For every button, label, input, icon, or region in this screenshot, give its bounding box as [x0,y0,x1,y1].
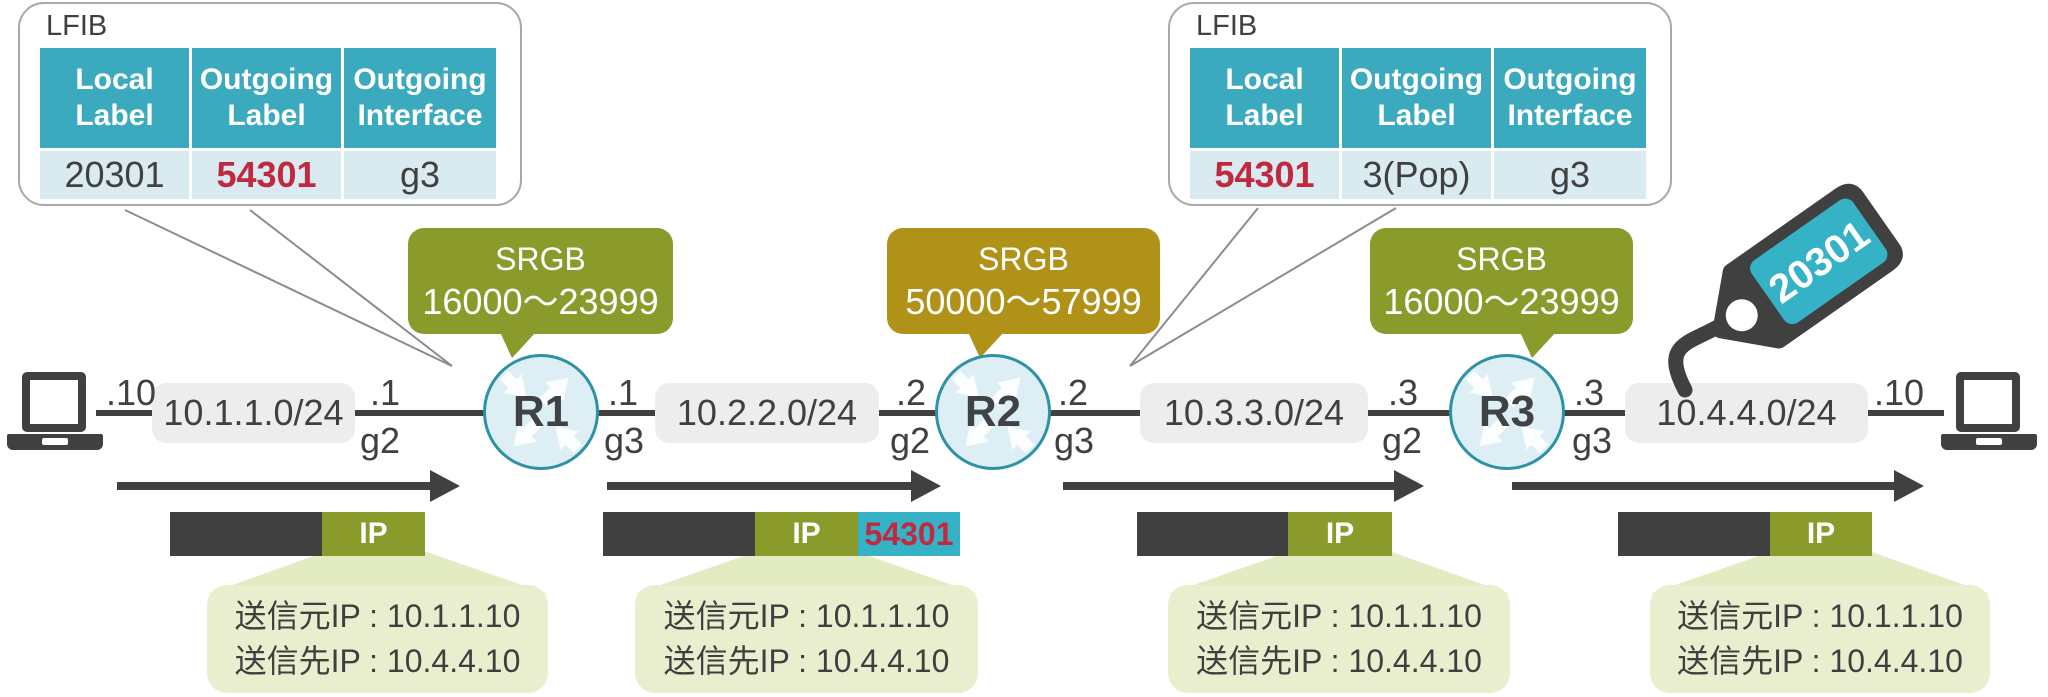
lfib-title: LFIB [46,10,108,42]
router-name: R3 [1478,387,1536,436]
src-ip: 送信元IP : 10.1.1.10 [1196,598,1482,635]
srgb-name: SRGB [1456,240,1547,277]
dst-ip: 送信先IP : 10.4.4.10 [1677,643,1963,679]
leader-line [1129,207,1259,367]
addr-label: .2 [1058,372,1089,413]
laptop-slot [1976,438,2002,445]
packet-info-callout: 送信元IP : 10.1.1.10 送信先IP : 10.4.4.10 [207,585,548,693]
if-label: g2 [1382,420,1423,461]
packet-payload [1137,512,1288,556]
router-icon [499,370,583,454]
packet-mpls-label: 54301 [858,512,960,556]
srgb-name: SRGB [978,240,1069,277]
src-ip: 送信元IP : 10.1.1.10 [1677,598,1963,635]
host-laptop-right [1941,372,2037,458]
srgb-name: SRGB [495,240,586,277]
router-r3: R3 [1449,354,1565,470]
router-icon [951,370,1035,454]
srgb-callout-r2: SRGB 50000〜57999 [887,228,1160,334]
srgb-callout-tail [1520,332,1556,358]
router-icon [1465,370,1549,454]
src-ip: 送信元IP : 10.1.1.10 [234,598,521,635]
addr-label: .3 [1388,372,1419,413]
packet-info-callout: 送信元IP : 10.1.1.10 送信先IP : 10.4.4.10 [635,585,978,693]
network-10-1-1-0: 10.1.1.0/24 [152,383,355,443]
src-ip: 送信元IP : 10.1.1.10 [663,598,950,635]
if-label: g2 [360,420,401,461]
network-10-4-4-0: 10.4.4.0/24 [1625,383,1868,443]
packet-payload [1618,512,1770,556]
lfib-cell-outgoing-interface: g3 [1494,148,1646,199]
lfib-cell-local-label: 20301 [40,148,192,199]
tag-label-plate [1750,198,1888,325]
srgb-range: 50000〜57999 [905,280,1142,322]
leader-line [124,209,453,367]
leader-line [249,209,453,367]
addr-label: .1 [370,372,401,413]
host-laptop-left [7,372,103,458]
if-label: g3 [1054,420,1095,461]
addr-label: .3 [1574,372,1605,413]
if-label: g3 [1572,420,1613,461]
tag-hole [1725,299,1758,332]
router-name: R1 [512,387,570,436]
srgb-callout-tail [500,332,536,358]
packet-1: IP IP 54301 IP IP [0,512,2048,556]
dst-ip: 送信先IP : 10.4.4.10 [234,643,521,679]
lfib-cell-local-label: 54301 [1190,148,1342,199]
lfib-cell-outgoing-label: 54301 [192,148,344,199]
lfib-cell-outgoing-label: 3(Pop) [1342,148,1494,199]
router-name: R2 [964,387,1022,436]
network-10-3-3-0: 10.3.3.0/24 [1140,383,1368,443]
packet-ip-header: IP [322,512,425,556]
srgb-range: 16000〜23999 [1383,280,1620,322]
leader-line [1129,207,1397,367]
addr-label: .1 [608,372,639,413]
dst-ip: 送信先IP : 10.4.4.10 [1196,643,1482,679]
laptop-screen [1956,372,2020,432]
lfib-cell-outgoing-interface: g3 [344,148,496,199]
info-callout-connector [207,552,1990,594]
addr-label: .10 [106,372,157,413]
router-r2: R2 [935,354,1051,470]
packet-info-callout: 送信元IP : 10.1.1.10 送信先IP : 10.4.4.10 [1650,585,1990,693]
laptop-slot [42,438,68,445]
srgb-callout-tail [968,332,1004,358]
dst-ip: 送信先IP : 10.4.4.10 [663,643,950,679]
packet-ip-header: IP [1288,512,1392,556]
label-tag-20301: 20301 [1668,183,1903,398]
addr-label: .10 [1874,372,1925,413]
router-r1: R1 [483,354,599,470]
packet-ip-header: IP [755,512,858,556]
if-label: g3 [604,420,645,461]
addr-label: .2 [896,372,927,413]
packet-payload [170,512,322,556]
srgb-callout-r1: SRGB 16000〜23999 [408,228,673,334]
packet-info-callout: 送信元IP : 10.1.1.10 送信先IP : 10.4.4.10 [1168,585,1510,693]
lfib-title: LFIB [1196,10,1258,42]
packet-ip-header: IP [1770,512,1872,556]
network-10-2-2-0: 10.2.2.0/24 [655,383,879,443]
flow-arrow [117,470,1924,502]
packet-payload [603,512,755,556]
if-label: g2 [890,420,931,461]
srgb-callout-r3: SRGB 16000〜23999 [1370,228,1633,334]
srgb-range: 16000〜23999 [422,280,659,322]
laptop-screen [22,372,86,432]
